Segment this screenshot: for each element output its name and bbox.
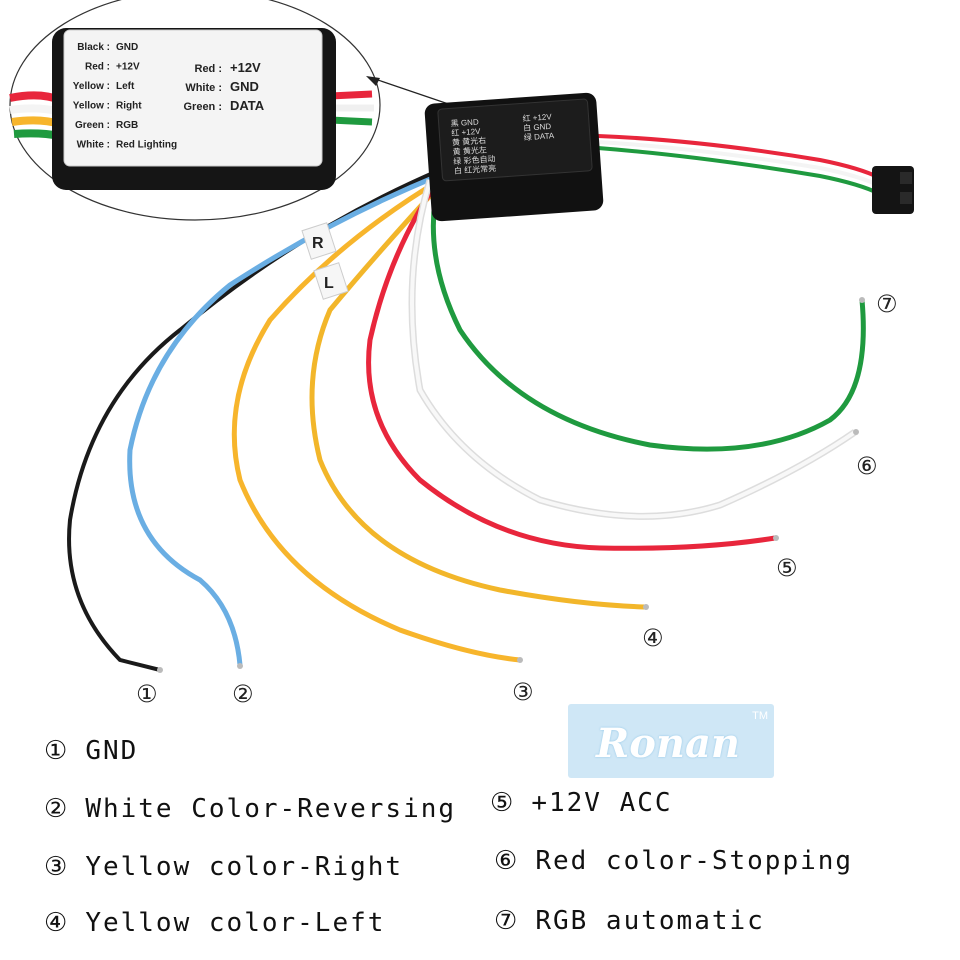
inset-left-color: Red : xyxy=(85,62,110,73)
legend-item-3: ③ Yellow color-Right xyxy=(44,852,403,882)
wire-number-3: ③ xyxy=(512,678,534,706)
legend-sym: ⑥ xyxy=(494,846,520,876)
output-cable xyxy=(597,134,881,196)
wire-number-1: ① xyxy=(136,680,158,708)
wire-white-core xyxy=(410,179,857,519)
module-print-line: 绿 DATA xyxy=(524,131,556,142)
legend-sym: ③ xyxy=(44,852,70,882)
inset-arrow-head xyxy=(366,76,380,86)
module-print-line: 红 +12V xyxy=(522,111,552,123)
inset-left-color: White : xyxy=(77,140,110,151)
module-print-line: 黄 黄光左 xyxy=(452,144,487,156)
wire-number-6: ⑥ xyxy=(856,452,878,480)
inset-left-func: +12V xyxy=(116,62,140,73)
wire-blue xyxy=(127,172,441,666)
wire-number-7: ⑦ xyxy=(876,290,898,318)
inset-left-color: Green : xyxy=(75,120,110,131)
ronan-logo: Ronan TM xyxy=(568,704,774,778)
wire-number-5: ⑤ xyxy=(776,554,798,582)
tag-r-text: R xyxy=(312,235,324,252)
module-print-line: 黄 黄光右 xyxy=(452,135,487,147)
module-box xyxy=(424,92,604,222)
legend-sym: ④ xyxy=(44,908,70,938)
wire-red xyxy=(366,176,776,551)
wire-yellow-left xyxy=(309,183,646,610)
legend-item-5: ⑤ +12V ACC xyxy=(490,788,673,818)
inset-left-func: Right xyxy=(116,101,142,112)
wire-white xyxy=(408,178,857,520)
legend-text: +12V ACC xyxy=(531,788,673,818)
wire-tips xyxy=(157,297,865,673)
inset-right-func: GND xyxy=(230,79,259,94)
wire-yellow-right xyxy=(231,177,521,663)
legend-text: White Color-Reversing xyxy=(85,794,457,824)
inset-left-color: Black : xyxy=(77,42,110,53)
inset-right-color: White : xyxy=(185,82,222,94)
inset-left-func: Left xyxy=(116,81,135,92)
module-print-line: 白 红光常亮 xyxy=(454,163,497,176)
inset-label-plate xyxy=(63,29,323,167)
inset-right-color: Green : xyxy=(183,101,222,113)
inset-left-func: Red Lighting xyxy=(116,140,177,151)
legend-text: GND xyxy=(85,736,139,766)
inset-label-right: Red : +12V White : GND Green : DATA xyxy=(183,60,264,113)
module-print-line: 绿 彩色自动 xyxy=(453,153,496,166)
legend-item-6: ⑥ Red color-Stopping xyxy=(494,846,853,876)
wire-number-2: ② xyxy=(232,680,254,708)
legend-sym: ⑦ xyxy=(494,906,520,936)
module-print-line: 白 GND xyxy=(523,121,552,133)
wire-green xyxy=(430,175,866,452)
legend-sym: ① xyxy=(44,736,70,766)
legend-text: RGB automatic xyxy=(535,906,765,936)
inset-left-func: RGB xyxy=(116,120,138,131)
inset-left-color: Yellow : xyxy=(73,101,110,112)
tag-l-text: L xyxy=(324,275,334,292)
inset-left-func: GND xyxy=(116,42,138,53)
legend-item-1: ① GND xyxy=(44,736,138,766)
legend-item-2: ② White Color-Reversing xyxy=(44,794,456,824)
module-print-line: 红 +12V xyxy=(451,126,481,138)
tag-l: L xyxy=(313,262,349,300)
legend-sym: ② xyxy=(44,794,70,824)
wire-number-4: ④ xyxy=(642,624,664,652)
legend-text: Yellow color-Left xyxy=(85,908,386,938)
inset-right-color: Red : xyxy=(195,63,223,75)
legend-text: Red color-Stopping xyxy=(535,846,854,876)
inset-right-func: DATA xyxy=(230,98,265,113)
logo-tm: TM xyxy=(752,710,768,722)
legend-text: Yellow color-Right xyxy=(85,852,404,882)
output-connector xyxy=(872,166,914,214)
inset-right-func: +12V xyxy=(230,60,261,75)
legend-sym: ⑤ xyxy=(490,788,516,818)
legend-item-7: ⑦ RGB automatic xyxy=(494,906,765,936)
logo-word: Ronan xyxy=(596,720,741,767)
inset-left-color: Yellow : xyxy=(73,81,110,92)
tag-r: R xyxy=(301,222,337,260)
module-print-line: 黑 GND xyxy=(450,117,479,128)
legend-item-4: ④ Yellow color-Left xyxy=(44,908,385,938)
